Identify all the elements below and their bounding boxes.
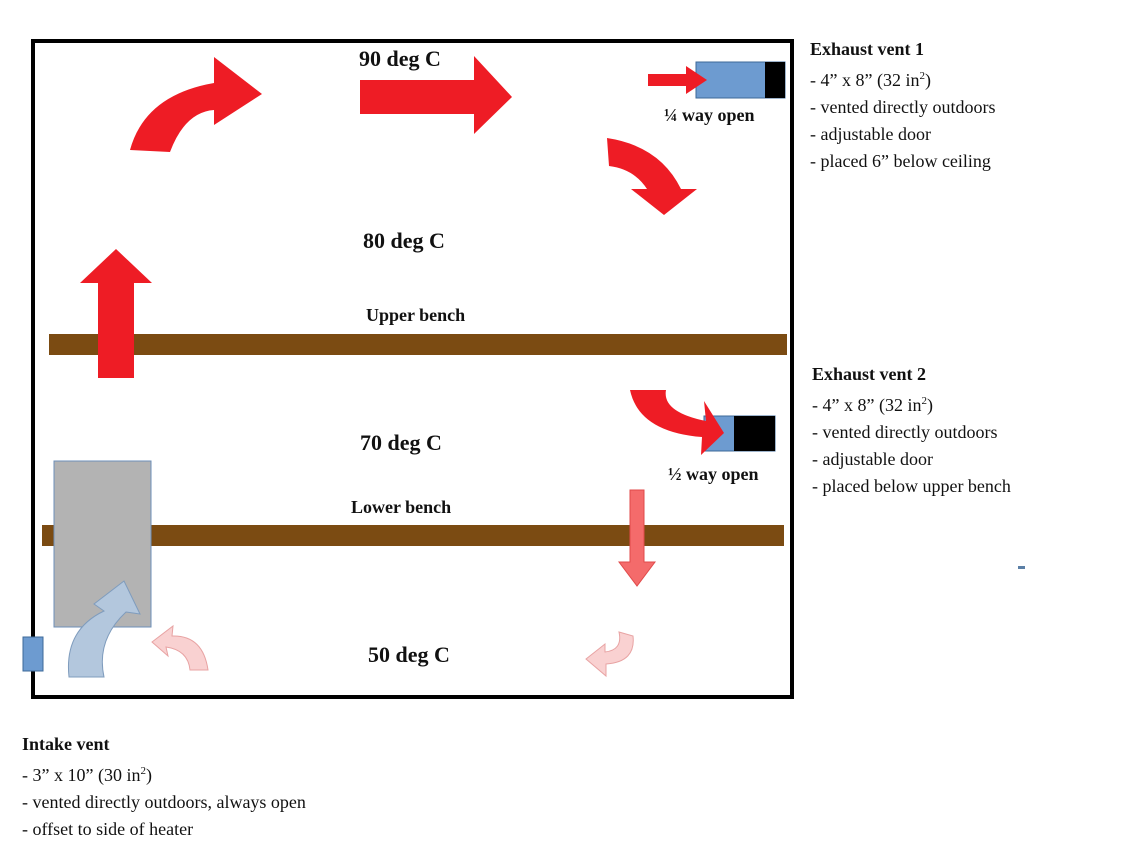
stray-dash-mark: [1018, 566, 1025, 569]
intake-vent-size: - 3” x 10” (30 in2): [22, 765, 152, 785]
exhaust-vent-2-line: - placed below upper bench: [812, 476, 1011, 496]
exhaust-vent-2-size: - 4” x 8” (32 in2): [812, 395, 933, 415]
exhaust-vent-2-line: - adjustable door: [812, 449, 933, 469]
temp-label-upper: 80 deg C: [363, 228, 445, 253]
exhaust-vent-1-line: - adjustable door: [810, 124, 931, 144]
exhaust-vent-2-line: - vented directly outdoors: [812, 422, 998, 442]
temp-label-middle: 70 deg C: [360, 430, 442, 455]
curved-arrow-vent2: [630, 390, 724, 455]
vent1-open-label: ¼ way open: [664, 105, 755, 125]
curved-arrow-down-right: [607, 138, 697, 215]
exhaust-vent-1-info: Exhaust vent 1 - 4” x 8” (32 in2) - vent…: [810, 36, 995, 175]
intake-vent-info: Intake vent - 3” x 10” (30 in2) - vented…: [22, 731, 306, 843]
upper-bench: [49, 334, 787, 355]
curved-arrow-top-left: [130, 57, 262, 152]
exhaust-vent-2-info: Exhaust vent 2 - 4” x 8” (32 in2) - vent…: [812, 361, 1011, 500]
exhaust-vent-2-door: [734, 416, 775, 451]
intake-vent: [22, 636, 44, 672]
room-wall: [31, 39, 794, 699]
exhaust-vent-1-line: - vented directly outdoors: [810, 97, 996, 117]
exhaust-vent-2-title: Exhaust vent 2: [812, 364, 927, 384]
intake-vent-title: Intake vent: [22, 734, 110, 754]
exhaust-vent-1-size: - 4” x 8” (32 in2): [810, 70, 931, 90]
intake-vent-line: - vented directly outdoors, always open: [22, 792, 306, 812]
curved-arrow-cool-intake: [67, 580, 141, 678]
exhaust-vent-1-line: - placed 6” below ceiling: [810, 151, 991, 171]
upper-bench-label: Upper bench: [366, 305, 466, 325]
temp-label-bottom: 50 deg C: [368, 642, 450, 667]
temp-label-top: 90 deg C: [359, 46, 441, 71]
intake-vent-line: - offset to side of heater: [22, 819, 194, 839]
vent2-open-label: ½ way open: [668, 464, 759, 484]
lower-bench: [42, 525, 784, 546]
curved-arrow-faint-left: [151, 624, 209, 671]
arrow-down-lower: [618, 489, 656, 587]
arrow-right-vent1: [648, 66, 707, 94]
lower-bench-label: Lower bench: [351, 497, 452, 517]
curved-arrow-faint-right: [585, 631, 634, 678]
exhaust-vent-1-title: Exhaust vent 1: [810, 39, 925, 59]
arrow-right-top: [360, 56, 512, 134]
arrow-up: [80, 249, 152, 378]
exhaust-vent-1-door: [765, 62, 785, 98]
